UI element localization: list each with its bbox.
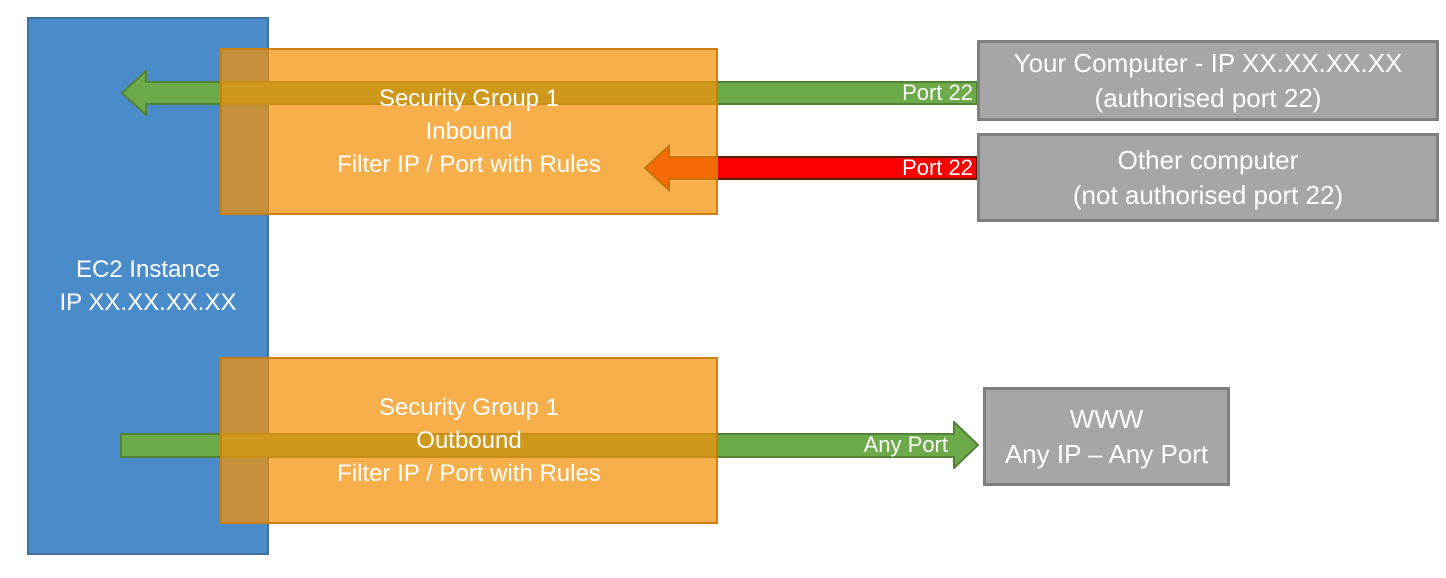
www-box: WWW Any IP – Any Port — [983, 387, 1230, 486]
www-title: WWW — [1069, 403, 1144, 434]
security-group-inbound-box: Security Group 1 Inbound Filter IP / Por… — [220, 48, 718, 215]
inbound-allowed-port-label: Port 22 — [902, 80, 973, 105]
inbound-blocked-port-label: Port 22 — [902, 155, 973, 180]
security-group-outbound-box: Security Group 1 Outbound Filter IP / Po… — [220, 357, 718, 524]
other-computer-title: Other computer — [1117, 144, 1299, 175]
ec2-instance-ip: IP XX.XX.XX.XX — [59, 289, 237, 316]
outbound-port-label: Any Port — [863, 432, 948, 457]
outbound-sg-direction: Outbound — [416, 427, 522, 454]
your-computer-box: Your Computer - IP XX.XX.XX.XX (authoris… — [977, 40, 1439, 121]
inbound-sg-direction: Inbound — [425, 118, 513, 145]
your-computer-subtitle: (authorised port 22) — [1094, 82, 1322, 113]
inbound-sg-description: Filter IP / Port with Rules — [337, 151, 601, 178]
your-computer-title: Your Computer - IP XX.XX.XX.XX — [1013, 47, 1403, 78]
other-computer-box: Other computer (not authorised port 22) — [977, 133, 1439, 222]
inbound-sg-name: Security Group 1 — [378, 85, 560, 112]
ec2-instance-title: EC2 Instance — [75, 256, 221, 283]
outbound-sg-description: Filter IP / Port with Rules — [337, 460, 601, 487]
other-computer-subtitle: (not authorised port 22) — [1072, 179, 1344, 210]
www-subtitle: Any IP – Any Port — [1004, 438, 1209, 469]
outbound-sg-name: Security Group 1 — [378, 394, 560, 421]
